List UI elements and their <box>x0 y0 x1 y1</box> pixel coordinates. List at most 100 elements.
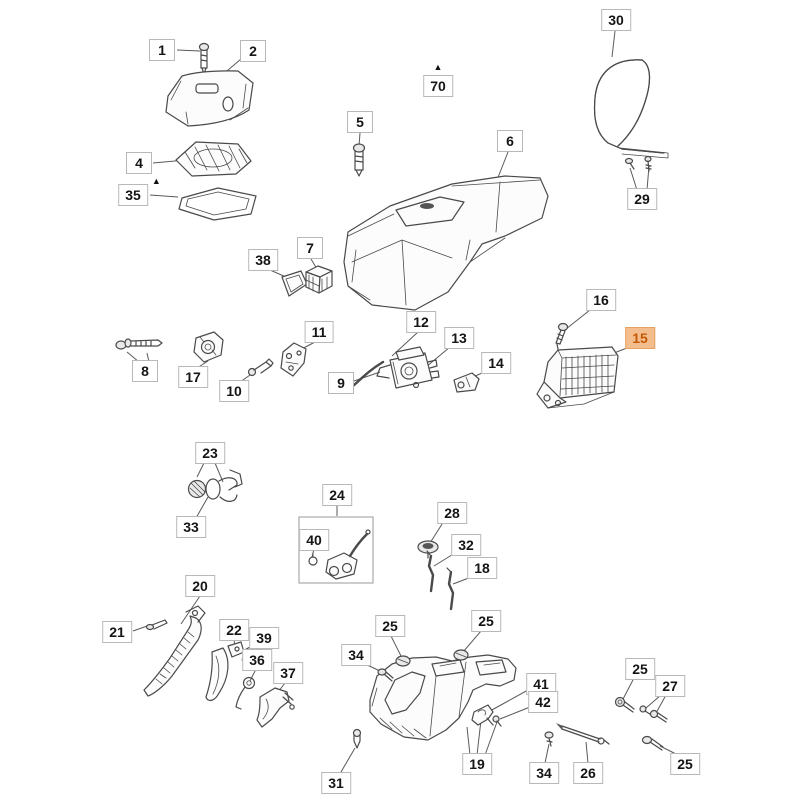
part-number: 36 <box>249 652 265 668</box>
part-label-4[interactable]: 4 <box>126 152 152 174</box>
part-label-10[interactable]: 10 <box>219 380 249 402</box>
part-label-20[interactable]: 20 <box>185 575 215 597</box>
part-number: 7 <box>306 240 314 256</box>
part-screws-29 <box>624 155 652 172</box>
part-number: 12 <box>413 314 429 330</box>
part-label-23[interactable]: 23 <box>195 442 225 464</box>
part-label-42[interactable]: 42 <box>528 691 558 713</box>
part-number: 10 <box>226 383 242 399</box>
part-number: 27 <box>662 678 678 694</box>
part-trigger-37 <box>256 687 295 728</box>
part-screw-16 <box>555 322 569 350</box>
part-label-14[interactable]: 14 <box>481 352 511 374</box>
part-label-31[interactable]: 31 <box>321 772 351 794</box>
part-label-29[interactable]: 29 <box>627 188 657 210</box>
part-screw-25-bottom-right <box>641 735 664 751</box>
part-label-21[interactable]: 21 <box>102 621 132 643</box>
part-grommet-31 <box>352 728 362 749</box>
part-number: 24 <box>329 487 345 503</box>
part-label-70[interactable]: 70▲ <box>423 63 453 97</box>
part-spring-36 <box>235 676 256 710</box>
part-number: 23 <box>202 445 218 461</box>
part-label-25[interactable]: 25 <box>670 753 700 775</box>
part-number: 6 <box>506 133 514 149</box>
part-number: 38 <box>255 252 271 268</box>
part-label-34[interactable]: 34 <box>341 644 371 666</box>
part-number: 39 <box>256 630 272 646</box>
part-rod-18 <box>446 567 455 611</box>
part-screw-21 <box>145 619 168 631</box>
part-number: 15 <box>632 330 648 346</box>
part-label-39[interactable]: 39 <box>249 627 279 649</box>
part-label-1[interactable]: 1 <box>149 39 175 61</box>
part-label-25[interactable]: 25 <box>471 610 501 632</box>
part-air-filter-4 <box>175 141 252 177</box>
part-label-12[interactable]: 12 <box>406 311 436 333</box>
part-number: 32 <box>458 537 474 553</box>
part-label-33[interactable]: 33 <box>176 516 206 538</box>
part-label-19[interactable]: 19 <box>462 753 492 775</box>
part-number: 4 <box>135 155 143 171</box>
part-label-25[interactable]: 25 <box>625 658 655 680</box>
part-number: 37 <box>280 665 296 681</box>
part-label-13[interactable]: 13 <box>444 327 474 349</box>
part-brake-band-20 <box>143 605 206 697</box>
part-cap-28 <box>417 540 439 559</box>
part-tank-handle-assembly <box>369 654 517 741</box>
part-label-37[interactable]: 37 <box>273 662 303 684</box>
part-label-34[interactable]: 34 <box>529 762 559 784</box>
part-rod-32 <box>426 550 435 593</box>
part-number: 25 <box>677 756 693 772</box>
part-front-handle-30 <box>593 59 669 159</box>
part-kit-box-24 <box>298 516 374 584</box>
part-number: 1 <box>158 42 166 58</box>
part-screw-8 <box>115 338 163 350</box>
part-label-16[interactable]: 16 <box>586 289 616 311</box>
part-label-36[interactable]: 36 <box>242 649 272 671</box>
part-label-18[interactable]: 18 <box>467 557 497 579</box>
part-screw-1 <box>198 42 210 75</box>
part-label-28[interactable]: 28 <box>437 502 467 524</box>
part-label-15-highlighted[interactable]: 15 <box>625 327 655 349</box>
part-elbow-14 <box>453 372 480 393</box>
part-lever-22 <box>205 641 245 702</box>
part-label-40[interactable]: 40 <box>299 529 329 551</box>
part-clip-41 <box>471 704 494 726</box>
part-label-7[interactable]: 7 <box>297 237 323 259</box>
part-air-filter-cover-2 <box>165 70 254 127</box>
part-screws-27 <box>639 705 668 723</box>
part-label-5[interactable]: 5 <box>347 111 373 133</box>
part-number: 17 <box>185 369 201 385</box>
part-number: 16 <box>593 292 609 308</box>
part-label-32[interactable]: 32 <box>451 534 481 556</box>
part-label-8[interactable]: 8 <box>132 360 158 382</box>
part-label-17[interactable]: 17 <box>178 366 208 388</box>
part-engine-cover-6 <box>343 175 549 311</box>
part-number: 28 <box>444 505 460 521</box>
part-number: 34 <box>348 647 364 663</box>
part-ring-40 <box>308 552 318 566</box>
footnote-triangle-icon: ▲ <box>151 176 161 186</box>
part-label-30[interactable]: 30 <box>601 9 631 31</box>
part-number: 41 <box>533 676 549 692</box>
part-label-2[interactable]: 2 <box>240 40 266 62</box>
part-number: 31 <box>328 775 344 791</box>
part-label-27[interactable]: 27 <box>655 675 685 697</box>
part-screw-42 <box>492 715 502 727</box>
part-number: 35 <box>125 187 141 203</box>
part-label-11[interactable]: 11 <box>304 321 334 343</box>
part-label-22[interactable]: 22 <box>219 619 249 641</box>
part-label-26[interactable]: 26 <box>573 762 603 784</box>
part-label-38[interactable]: 38 <box>248 249 278 271</box>
part-label-9[interactable]: 9 <box>328 372 354 394</box>
part-label-35[interactable]: 35 ▲ <box>118 177 161 206</box>
part-key-10 <box>247 358 274 377</box>
part-label-25[interactable]: 25 <box>375 615 405 637</box>
part-label-24[interactable]: 24 <box>322 484 352 506</box>
part-number: 20 <box>192 578 208 594</box>
part-oil-pump-24 <box>325 529 371 580</box>
part-label-6[interactable]: 6 <box>497 130 523 152</box>
